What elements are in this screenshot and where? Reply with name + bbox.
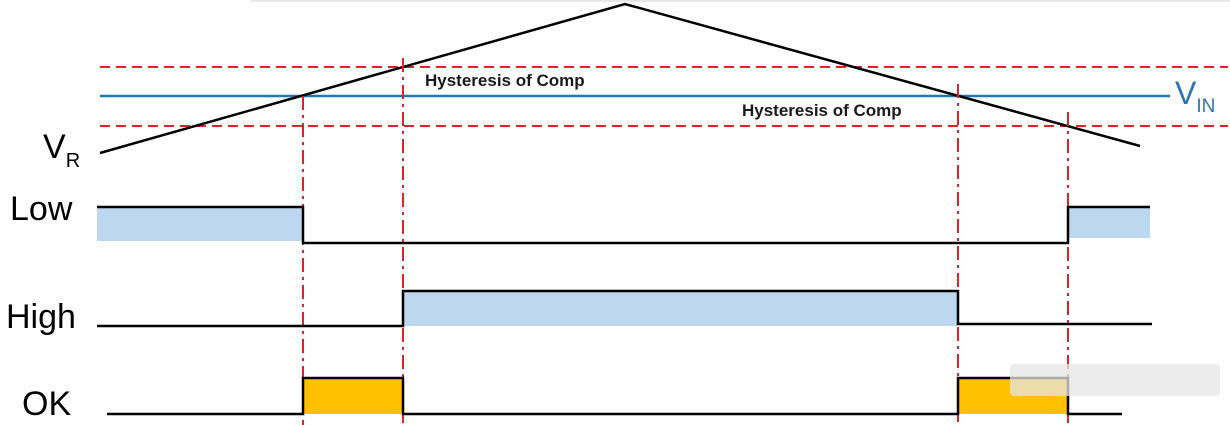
hysteresis-label-lower: Hysteresis of Comp [742, 101, 902, 120]
high-fill [403, 291, 958, 326]
high-waveform [97, 289, 1152, 328]
vr-label: VR [43, 128, 80, 172]
signal-label-high: High [6, 298, 76, 336]
signal-label-ok: OK [22, 385, 71, 423]
hysteresis-label-upper: Hysteresis of Comp [425, 71, 585, 90]
vr-ramp [99, 2, 1141, 155]
vin-label: VIN [1175, 75, 1215, 117]
watermark-blur [1010, 364, 1220, 396]
ok-pulse-fill-left [303, 378, 403, 414]
low-waveform [97, 205, 1150, 245]
signal-label-low: Low [10, 190, 73, 228]
low-fill-right [1068, 207, 1150, 238]
low-fill-left [97, 207, 303, 241]
